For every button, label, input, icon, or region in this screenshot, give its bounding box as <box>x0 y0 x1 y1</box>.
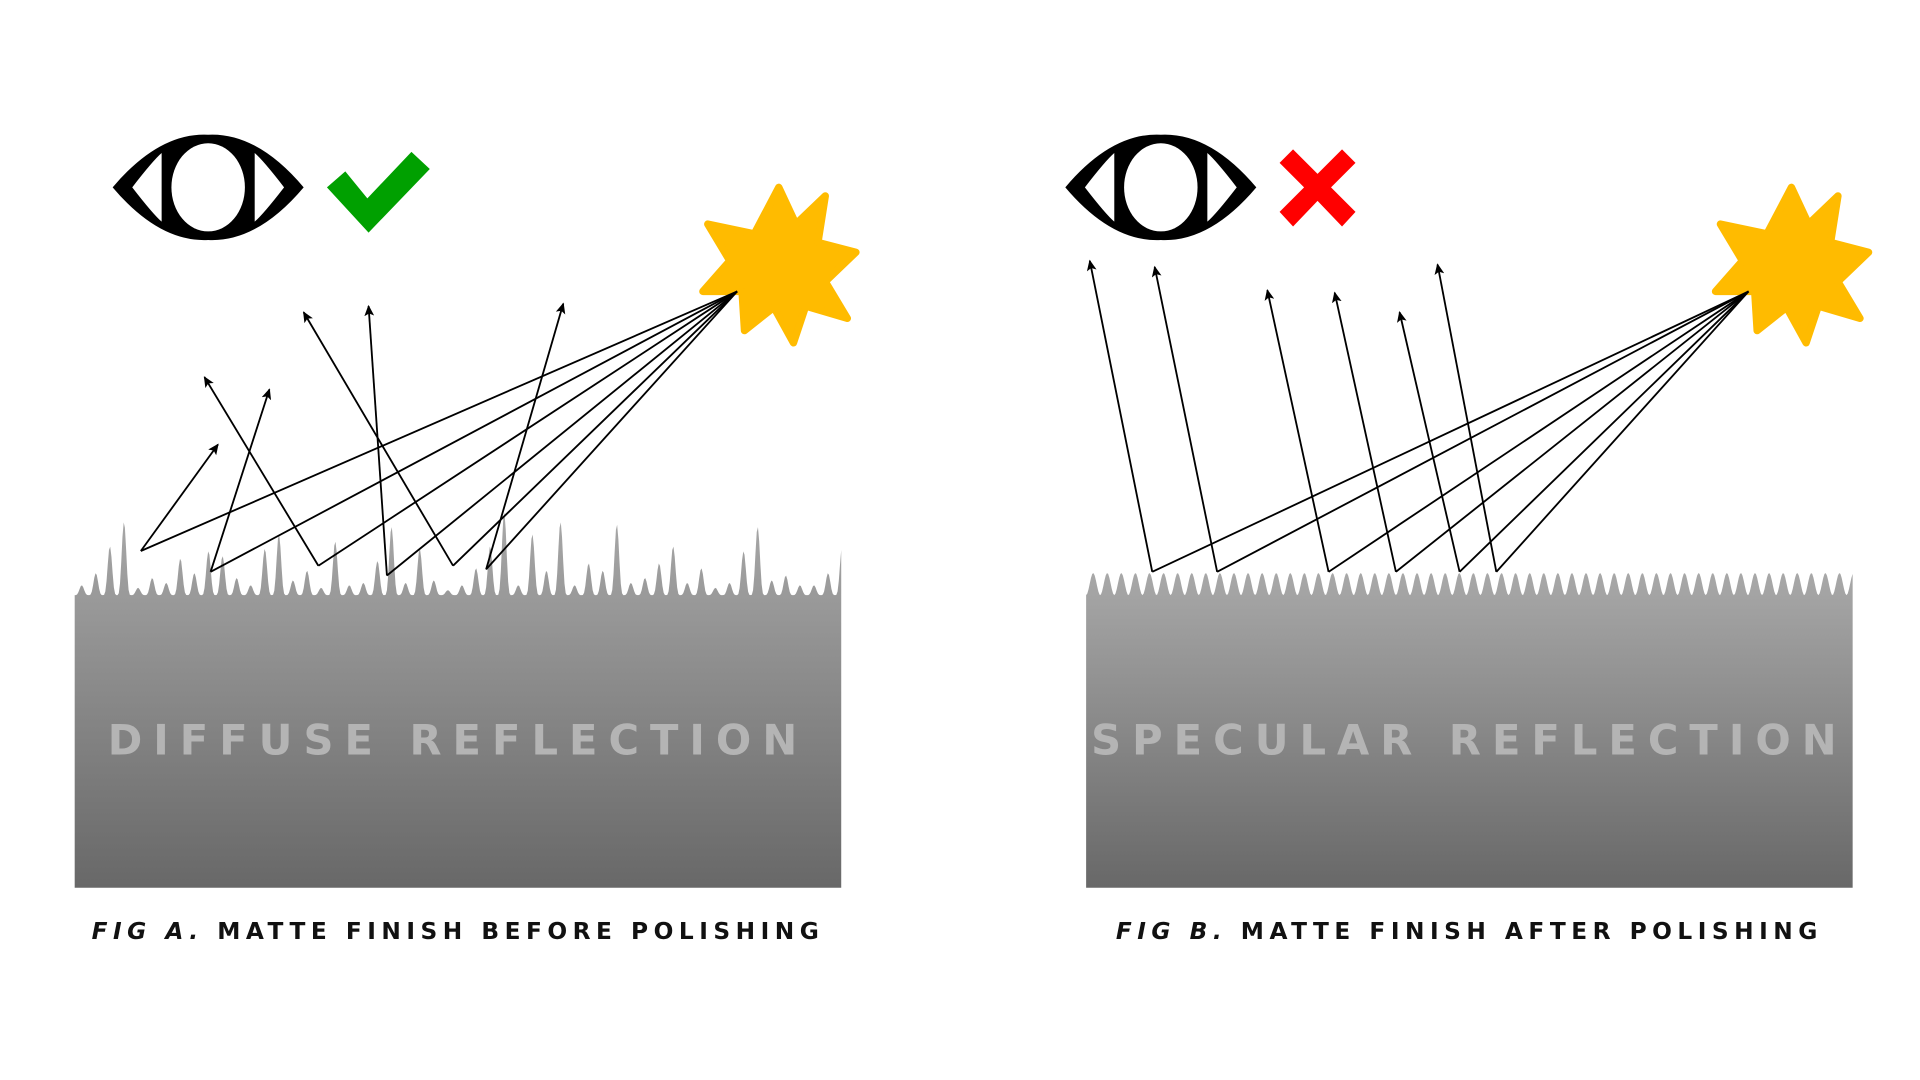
incident-ray <box>1151 290 1749 573</box>
reflected-ray-arrow <box>1151 265 1219 573</box>
eye-icon <box>1065 134 1257 241</box>
figure-a: DIFFUSE REFLECTION FIG A. MATTE FINISH B… <box>74 134 856 945</box>
caption-prefix: FIG A. <box>92 918 204 945</box>
surface-label: SPECULAR REFLECTION <box>1091 715 1847 764</box>
incident-ray <box>452 290 738 567</box>
incident-ray <box>1216 290 1750 573</box>
surface-label: DIFFUSE REFLECTION <box>108 715 809 764</box>
green-checkmark-icon <box>326 151 430 233</box>
reflected-ray-arrow <box>209 388 272 573</box>
incident-ray <box>210 290 738 573</box>
reflected-ray-arrow <box>1434 263 1498 573</box>
incident-ray <box>1458 290 1750 573</box>
incident-ray <box>485 290 738 571</box>
incident-ray <box>1328 290 1750 573</box>
figure-caption: FIG B. MATTE FINISH AFTER POLISHING <box>1116 918 1823 945</box>
sun-icon <box>1716 187 1869 343</box>
reflected-ray-arrow <box>1332 291 1397 573</box>
incident-ray <box>140 290 738 552</box>
reflected-ray-arrow <box>1264 289 1330 573</box>
caption-text: MATTE FINISH AFTER POLISHING <box>1227 918 1823 945</box>
rough-surface <box>74 512 842 888</box>
light-rays <box>1086 259 1750 573</box>
incident-ray <box>386 290 738 577</box>
figure-b: SPECULAR REFLECTION FIG B. MATTE FINISH … <box>1065 134 1869 945</box>
sun-icon <box>703 187 856 343</box>
reflected-ray-arrow <box>485 302 566 570</box>
eye-icon <box>112 134 304 241</box>
reflected-ray-arrow <box>1086 259 1154 573</box>
polished-surface <box>1086 573 1853 888</box>
reflected-ray-arrow <box>1397 311 1461 573</box>
caption-text: MATTE FINISH BEFORE POLISHING <box>204 918 825 945</box>
incident-ray <box>1495 290 1750 573</box>
caption-prefix: FIG B. <box>1116 918 1227 945</box>
figure-caption: FIG A. MATTE FINISH BEFORE POLISHING <box>92 918 825 945</box>
reflected-ray-arrow <box>203 376 320 567</box>
light-rays <box>140 290 738 577</box>
reflected-ray-arrow <box>364 304 388 576</box>
reflected-ray-arrow <box>302 311 454 567</box>
red-x-icon <box>1279 149 1356 227</box>
incident-ray <box>1395 290 1750 573</box>
reflected-ray-arrow <box>140 443 219 552</box>
